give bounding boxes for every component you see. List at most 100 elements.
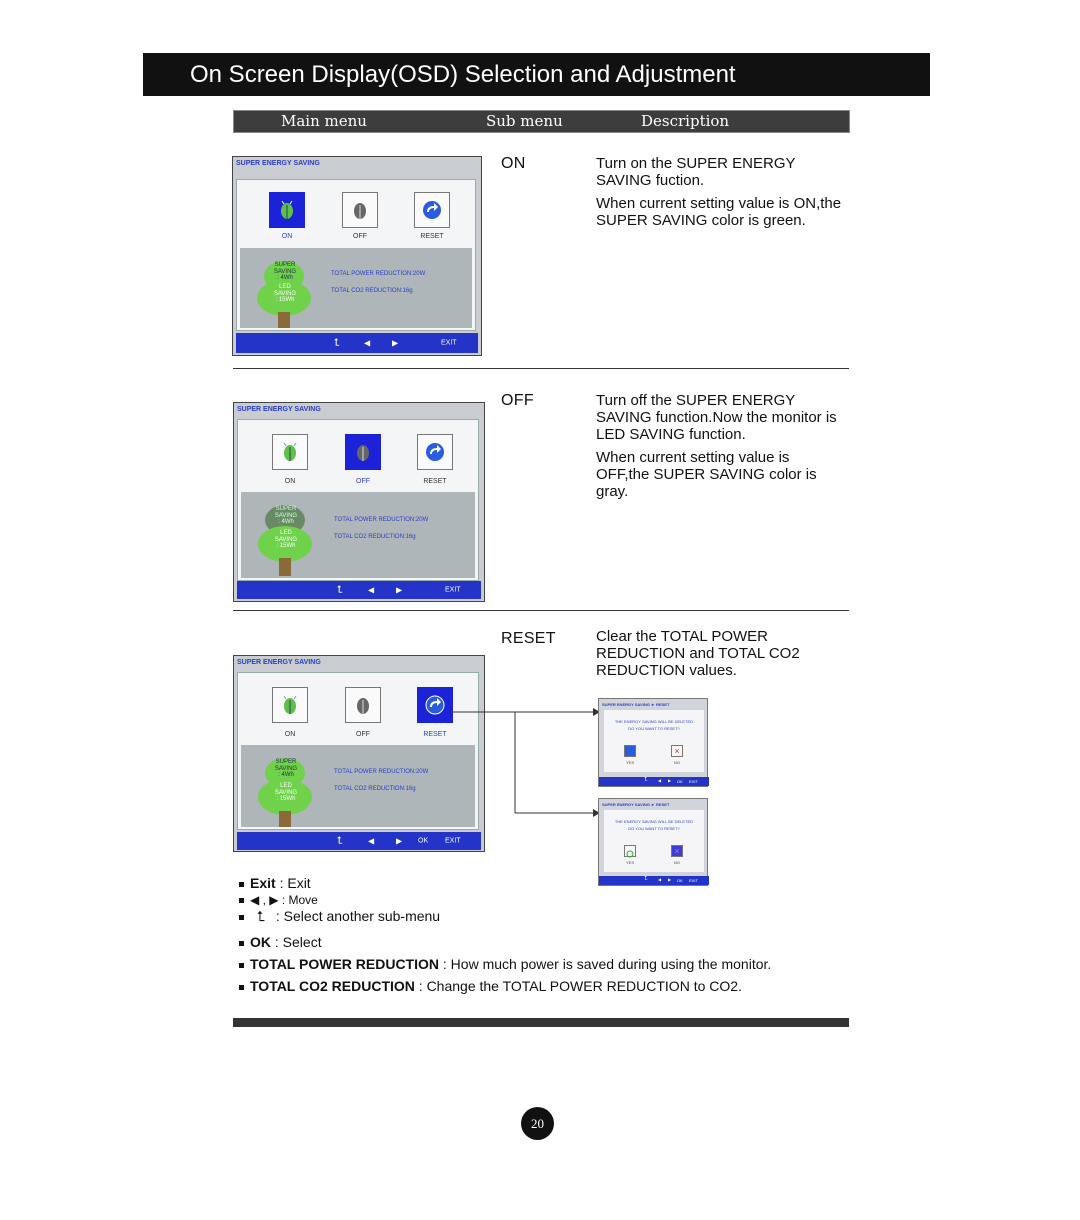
description-off: Turn off the SUPER ENERGY SAVING functio… xyxy=(596,392,837,500)
total-power-reduction: TOTAL POWER REDUCTION:20W xyxy=(334,517,429,523)
ok-button[interactable]: OK xyxy=(418,837,429,845)
reset-icon xyxy=(423,201,441,219)
on-option[interactable] xyxy=(272,434,308,470)
reset-dialog-no: SUPER ENERGY SAVING ► RESET THE ENERGY S… xyxy=(598,798,709,886)
legend-total-co2: TOTAL CO2 REDUCTION : Change the TOTAL P… xyxy=(239,978,742,994)
up-return-icon: ⮤ xyxy=(256,908,266,924)
dialog-question: DO YOU WANT TO RESET? xyxy=(628,826,680,831)
bottom-divider xyxy=(233,1018,849,1027)
bullet-icon xyxy=(239,914,244,920)
off-option[interactable] xyxy=(345,687,381,723)
on-option[interactable] xyxy=(272,687,308,723)
up-return-icon[interactable]: ⮤ xyxy=(644,777,648,783)
up-return-icon[interactable]: ⮤ xyxy=(334,337,340,349)
on-label: ON xyxy=(284,478,296,485)
description-reset: Clear the TOTAL POWER REDUCTION and TOTA… xyxy=(596,628,800,679)
right-arrow-icon[interactable]: ▶ xyxy=(668,778,672,783)
dialog-message: THE ENERGY SAVING WILL BE DELETED xyxy=(614,719,694,724)
submenu-on: ON xyxy=(501,155,526,172)
row-divider xyxy=(233,610,849,611)
exit-button[interactable]: EXIT xyxy=(689,878,698,883)
right-arrow-icon[interactable]: ▶ xyxy=(396,585,403,595)
reset-icon xyxy=(426,443,444,461)
sub-menu-header: Sub menu xyxy=(486,112,563,130)
total-co2-reduction: TOTAL CO2 REDUCTION:16g xyxy=(331,288,413,294)
reset-option[interactable] xyxy=(417,434,453,470)
dialog-header: SUPER ENERGY SAVING ► RESET xyxy=(602,702,670,707)
no-button[interactable]: × xyxy=(671,845,683,857)
yes-button[interactable] xyxy=(624,745,636,757)
ok-button[interactable]: OK xyxy=(677,779,683,784)
reset-label: RESET xyxy=(423,478,447,485)
yes-button[interactable] xyxy=(624,845,636,858)
off-label: OFF xyxy=(356,478,370,485)
osd-footer: ⮤ ◀ ▶ EXIT xyxy=(236,333,478,353)
legend-move: ◀ , ▶ : Move xyxy=(239,893,318,907)
reset-option[interactable] xyxy=(417,687,453,723)
off-label: OFF xyxy=(356,731,370,738)
leaf-icon xyxy=(357,445,369,461)
right-arrow-icon[interactable]: ▶ xyxy=(396,836,403,846)
up-return-icon[interactable]: ⮤ xyxy=(337,584,343,596)
left-arrow-icon: ◀ xyxy=(250,893,260,907)
reset-option[interactable] xyxy=(414,192,450,228)
legend-submenu: ⮤ : Select another sub-menu xyxy=(239,908,440,925)
up-return-icon[interactable]: ⮤ xyxy=(644,876,648,882)
reset-dialog-yes: SUPER ENERGY SAVING ► RESET THE ENERGY S… xyxy=(598,698,709,787)
ok-button[interactable]: OK xyxy=(677,878,683,883)
bullet-icon xyxy=(239,940,244,946)
right-arrow-icon[interactable]: ▶ xyxy=(668,877,672,882)
left-arrow-icon[interactable]: ◀ xyxy=(368,585,375,595)
total-co2-reduction: TOTAL CO2 REDUCTION:16g xyxy=(334,786,416,792)
description-header: Description xyxy=(641,112,730,130)
total-power-reduction: TOTAL POWER REDUCTION:20W xyxy=(334,769,429,775)
no-label: NO xyxy=(674,860,680,865)
bullet-icon xyxy=(239,898,244,904)
reset-icon xyxy=(425,695,445,715)
yes-label: YES xyxy=(626,760,635,765)
on-option[interactable] xyxy=(269,192,305,228)
on-label: ON xyxy=(284,731,296,738)
leaf-icon xyxy=(281,200,293,219)
no-label: NO xyxy=(674,760,680,765)
tree-icon xyxy=(258,505,312,576)
leaf-icon xyxy=(354,203,366,219)
left-arrow-icon[interactable]: ◀ xyxy=(658,877,662,882)
exit-button[interactable]: EXIT xyxy=(445,837,461,845)
bullet-icon xyxy=(239,984,244,990)
exit-button[interactable]: EXIT xyxy=(441,339,457,347)
dialog-footer: ⮤ ◀ ▶ OK EXIT xyxy=(599,777,709,786)
total-co2-reduction: TOTAL CO2 REDUCTION:16g xyxy=(334,534,416,540)
submenu-reset: RESET xyxy=(501,630,556,647)
exit-button[interactable]: EXIT xyxy=(689,779,698,784)
left-arrow-icon[interactable]: ◀ xyxy=(364,338,371,348)
left-arrow-icon[interactable]: ◀ xyxy=(658,778,662,783)
circle-icon xyxy=(626,850,634,858)
leaf-icon xyxy=(283,442,297,461)
osd-header: SUPER ENERGY SAVING xyxy=(236,160,320,167)
exit-button[interactable]: EXIT xyxy=(445,586,461,594)
no-button[interactable]: × xyxy=(671,745,683,757)
right-arrow-icon[interactable]: ▶ xyxy=(392,338,399,348)
osd-footer: ⮤ ◀ ▶ EXIT xyxy=(237,581,481,599)
off-option[interactable] xyxy=(345,434,381,470)
osd-header: SUPER ENERGY SAVING xyxy=(237,406,321,413)
up-return-icon[interactable]: ⮤ xyxy=(337,835,343,847)
dialog-body: THE ENERGY SAVING WILL BE DELETED DO YOU… xyxy=(604,810,704,872)
dialog-message: THE ENERGY SAVING WILL BE DELETED xyxy=(614,819,694,824)
page-number: 20 xyxy=(521,1107,554,1140)
off-option[interactable] xyxy=(342,192,378,228)
leaf-icon xyxy=(283,695,297,714)
left-arrow-icon[interactable]: ◀ xyxy=(368,836,375,846)
dialog-header: SUPER ENERGY SAVING ► RESET xyxy=(602,802,670,807)
description-on: Turn on the SUPER ENERGY SAVING fuction.… xyxy=(596,155,842,229)
bullet-icon xyxy=(239,881,244,887)
